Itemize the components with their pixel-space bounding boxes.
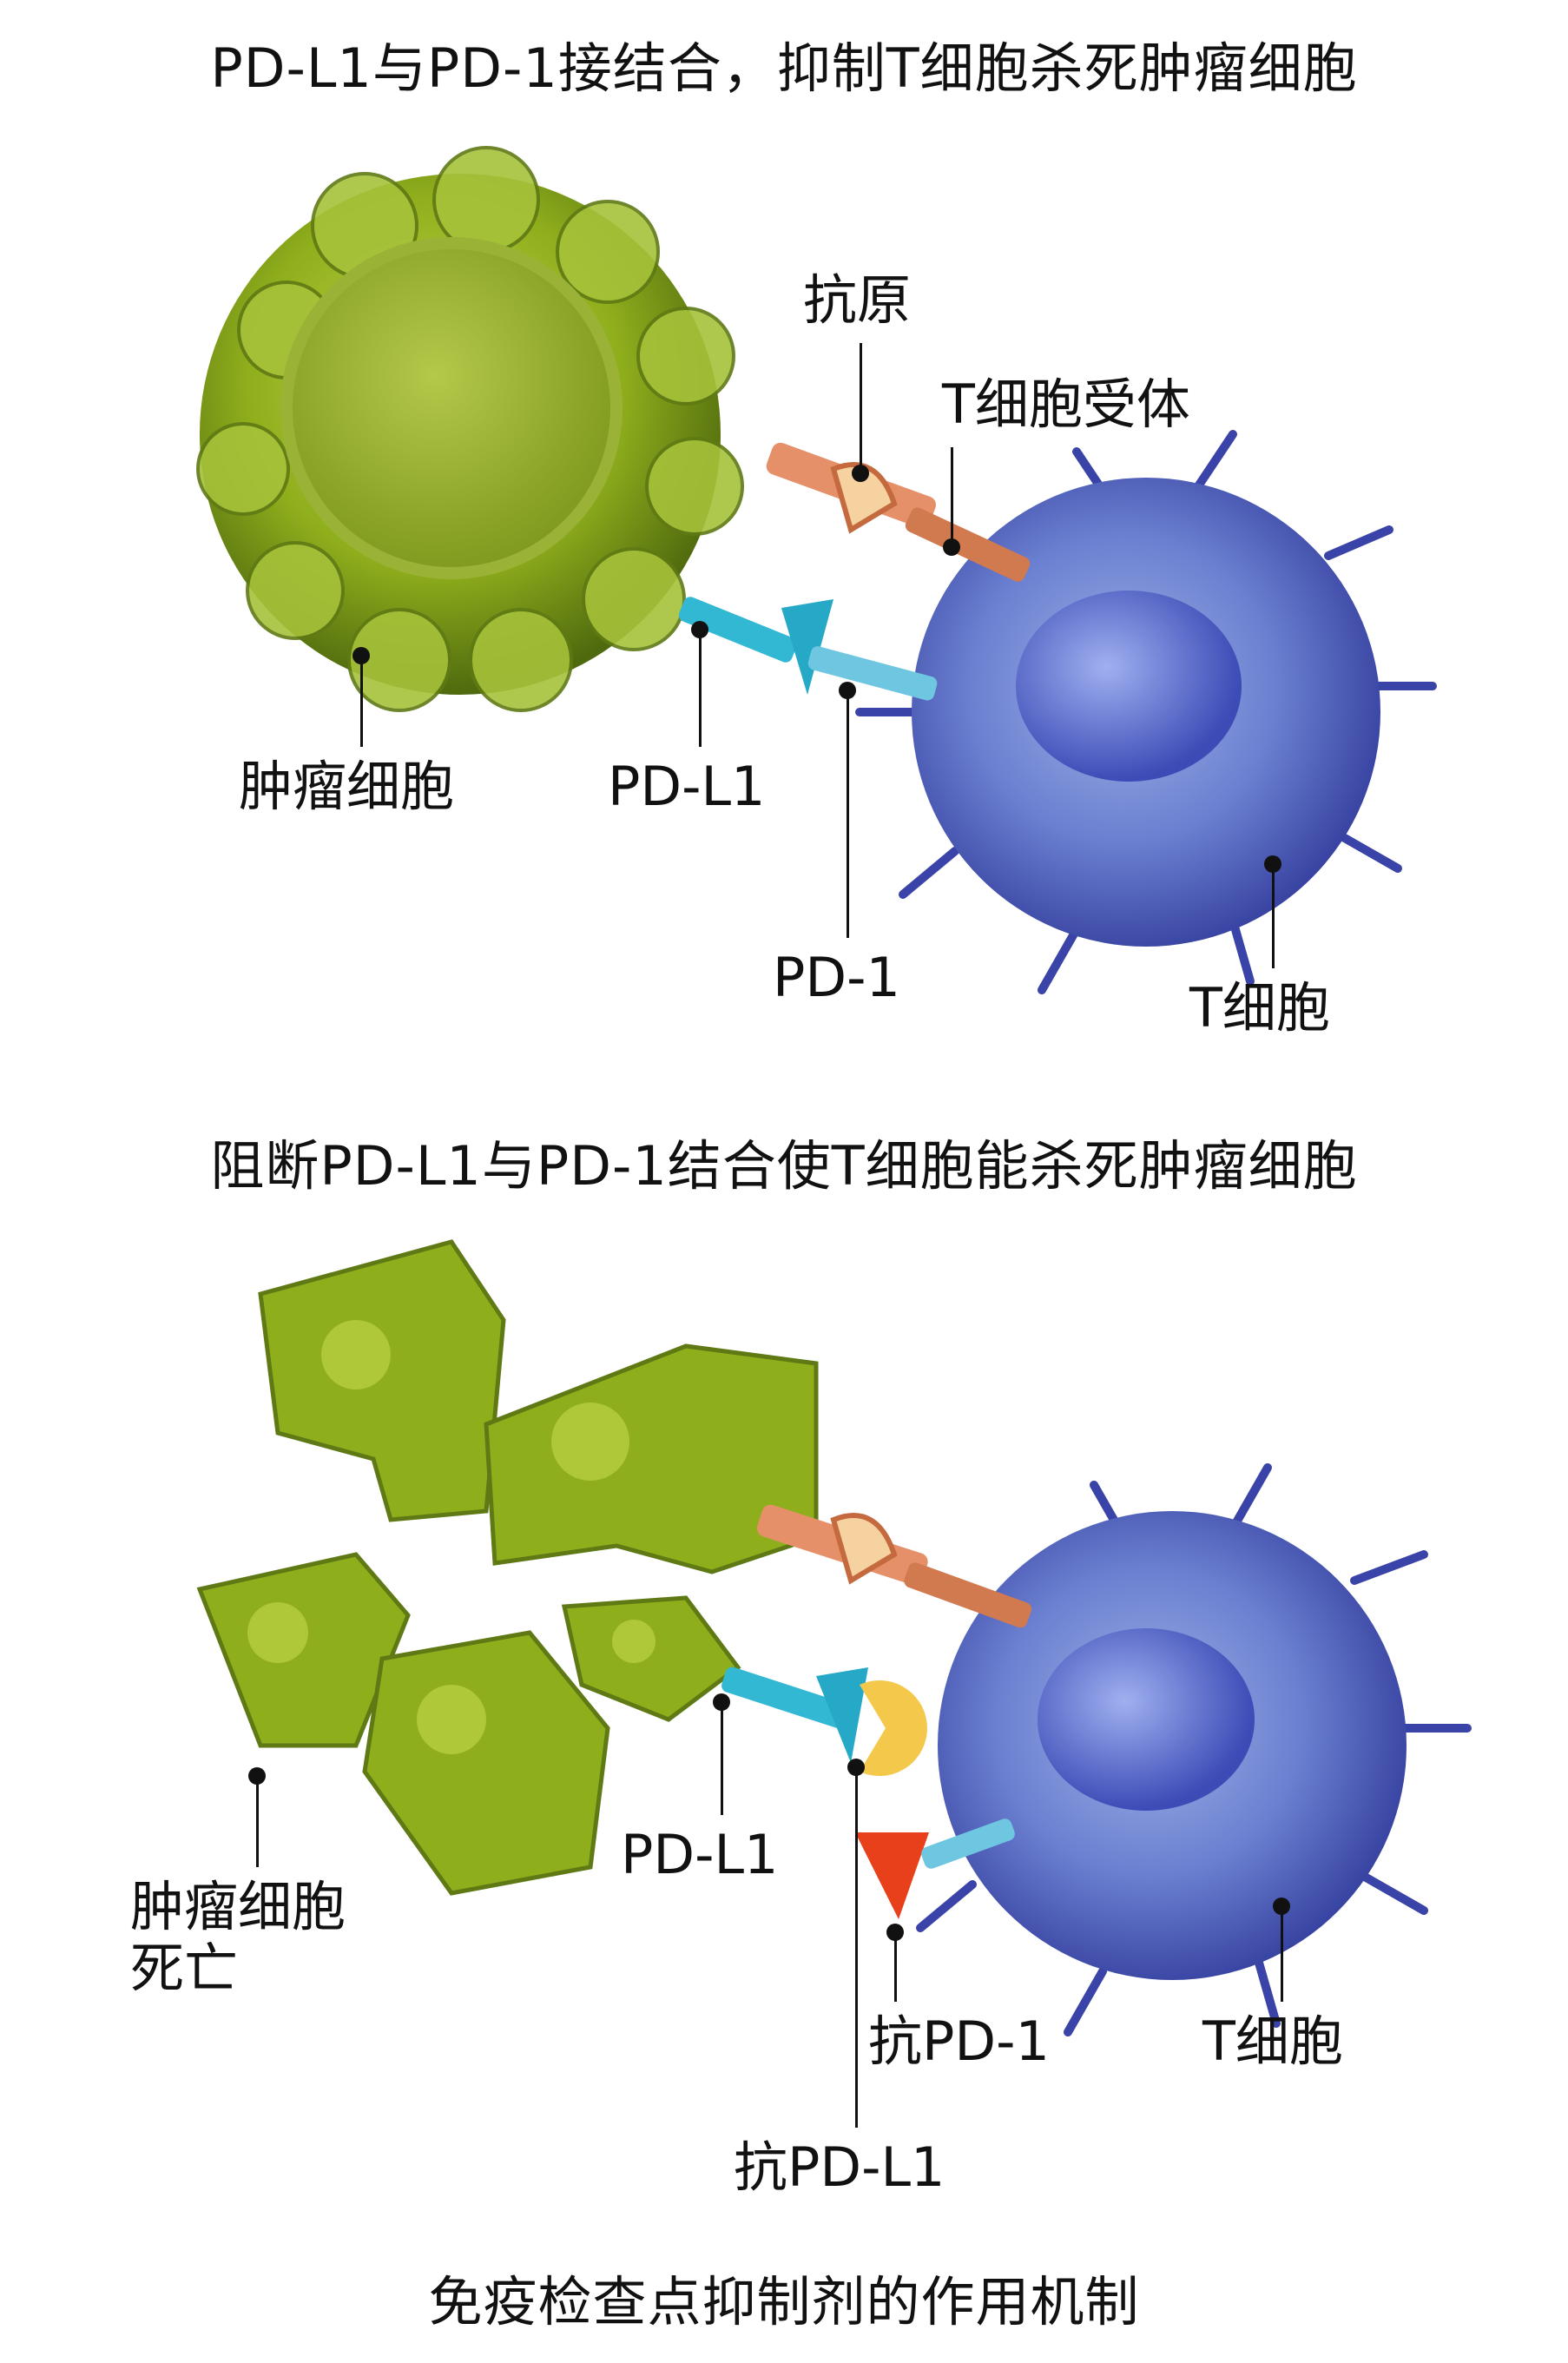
leader-tumor-death — [256, 1780, 259, 1867]
top-title: PD-L1与PD-1接结合，抑制T细胞杀死肿瘤细胞 — [210, 36, 1358, 100]
dot-pdl1-bottom — [713, 1693, 730, 1711]
bottom-title: 免疫检查点抑制剂的作用机制 — [428, 2270, 1140, 2333]
leader-antigen — [860, 343, 862, 469]
leader-anti-pd1 — [894, 1937, 897, 2002]
dot-anti-pd1 — [886, 1924, 904, 1941]
tumor-fragment-highlights — [247, 1320, 656, 1754]
leader-pdl1-bottom — [721, 1706, 723, 1815]
tumor-cell-top — [196, 146, 744, 712]
dot-tumor-cell — [352, 647, 370, 664]
label-tcell-bottom: T细胞 — [1202, 2010, 1343, 2073]
leader-tcell — [1272, 868, 1275, 968]
label-pd1: PD-1 — [773, 946, 900, 1009]
leader-pd1 — [847, 695, 849, 938]
pdl1-pd1-top — [678, 597, 938, 701]
dot-tcell — [1264, 855, 1281, 873]
label-tumor-cell: 肿瘤细胞 — [239, 755, 455, 818]
tumor-fragments-bottom — [196, 1239, 819, 1896]
label-pdl1-bottom: PD-L1 — [621, 1823, 779, 1886]
leader-tcell-bottom — [1281, 1911, 1283, 2002]
dot-tumor-death — [248, 1767, 266, 1785]
label-pdl1: PD-L1 — [608, 755, 766, 818]
middle-title: 阻断PD-L1与PD-1结合使T细胞能杀死肿瘤细胞 — [210, 1134, 1358, 1198]
pdl1-antibody-bottom — [721, 1667, 927, 1776]
leader-pdl1 — [699, 634, 702, 747]
label-tcr: T细胞受体 — [942, 373, 1190, 436]
label-anti-pdl1: 抗PD-L1 — [734, 2135, 945, 2199]
label-anti-pd1: 抗PD-1 — [868, 2010, 1050, 2073]
tcell-bottom — [916, 1463, 1472, 2036]
dot-tcr — [943, 538, 960, 556]
tcr-antigen-bottom — [756, 1504, 1032, 1628]
label-tumor-death-line1: 肿瘤细胞 — [130, 1875, 346, 1938]
tcr-antigen-top — [766, 442, 1031, 582]
label-antigen: 抗原 — [803, 268, 912, 332]
label-tcell: T细胞 — [1189, 976, 1330, 1040]
leader-anti-pdl1 — [855, 1772, 858, 2128]
label-tumor-death: 肿瘤细胞 死亡 — [130, 1876, 346, 2000]
label-tumor-death-line2: 死亡 — [130, 1937, 239, 2001]
dot-tcell-bottom — [1273, 1898, 1290, 1915]
leader-tcr — [951, 447, 953, 543]
dot-pdl1 — [691, 621, 708, 638]
leader-tumor-cell — [360, 660, 363, 747]
dot-pd1 — [839, 682, 856, 699]
dot-anti-pdl1 — [847, 1759, 865, 1776]
pd1-antibody-bottom — [855, 1818, 1015, 1919]
dot-antigen — [852, 465, 869, 482]
tcell-top — [855, 430, 1437, 994]
